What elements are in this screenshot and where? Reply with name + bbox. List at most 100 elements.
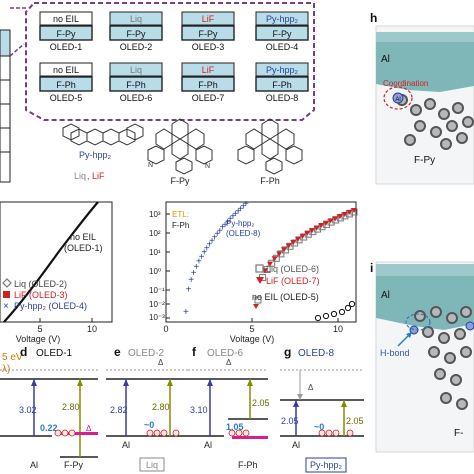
etl-label: F-Ph <box>126 80 146 90</box>
electrode-al-d: Al <box>30 460 38 470</box>
legend-lif-mid: LiF (OLED-7) <box>266 276 320 286</box>
series-liq-oled-6 <box>254 208 358 304</box>
eil-label: Liq <box>130 65 142 75</box>
legend-marker-pyhpp: × <box>3 301 9 312</box>
etl-box <box>39 25 93 41</box>
ytick-1e0: 10⁰ <box>149 267 161 276</box>
marker-pyhpp: + <box>222 220 228 231</box>
curve-oled-1 <box>3 201 99 323</box>
oled-name: OLED-4 <box>266 42 299 52</box>
delta-label-g: Δ <box>308 383 314 392</box>
eil-box <box>39 62 93 77</box>
marker-pyhpp: + <box>238 204 244 215</box>
etl-box <box>109 25 163 41</box>
pyhpp-annot-2: (OLED-8) <box>226 229 261 238</box>
label-comma: , <box>87 171 90 181</box>
marker-lif <box>351 208 357 213</box>
xlabel-left: Voltage (V) <box>16 334 61 344</box>
marker-pyhpp: + <box>214 229 220 240</box>
marker-pyhpp: + <box>212 232 218 243</box>
marker-lif <box>271 256 278 262</box>
al-label-h: Al <box>381 54 390 65</box>
mid-plot: 10³ 10² 10¹ 10⁰ 10⁻¹ 10⁻² 10⁻³ +++++++++… <box>149 199 358 344</box>
ytick-1e2: 10² <box>149 229 161 238</box>
eil-label: LiF <box>202 65 215 75</box>
label-py-hpp2: Py-hpp₂ <box>79 150 112 160</box>
marker-lif <box>262 268 269 274</box>
marker-pyhpp: + <box>233 209 239 220</box>
panel-label-h: h <box>370 11 377 25</box>
left-plot: no EIL (OLED-1) Liq (OLED-2) LiF (OLED-3… <box>0 201 113 344</box>
device-table <box>25 2 315 121</box>
marker-lif <box>309 228 315 234</box>
marker-liq <box>281 246 289 254</box>
etl-label: F-Py <box>127 29 146 39</box>
ytick-1e-2: 10⁻² <box>149 300 165 309</box>
marker-noeil <box>344 304 352 312</box>
ev-label: 5 eV <box>2 352 23 363</box>
panel-label-e: e <box>114 345 121 359</box>
value-2.80-e: 2.80 <box>152 402 170 412</box>
legend-liq: Liq (OLED-2) <box>14 279 67 289</box>
marker-lif <box>313 225 320 231</box>
delta-label-f: Δ <box>226 358 232 367</box>
n-atom: N <box>148 162 153 169</box>
legend-marker-lif-mid <box>256 277 264 284</box>
value-0-e: ~0 <box>144 420 154 430</box>
marker-lif <box>346 209 353 215</box>
oled-name: OLED-8 <box>266 93 299 103</box>
legend-liq-mid: Liq (OLED-6) <box>266 264 319 274</box>
electrode-al-g: Al <box>292 440 300 450</box>
eil-box <box>181 11 235 26</box>
left-table-edge <box>0 7 26 183</box>
legend-marker-liq <box>2 278 12 288</box>
marker-pyhpp: + <box>188 275 194 286</box>
marker-pyhpp: + <box>227 214 233 225</box>
etl-label: F-Ph <box>56 80 76 90</box>
pyhpp-annot-1: Py-hpp₂ <box>226 219 254 228</box>
value-2.05-f: 2.05 <box>252 398 270 408</box>
marker-lif <box>253 304 259 309</box>
etl-label: F-Ph <box>272 80 292 90</box>
fpy-label-h: F-Py <box>414 155 435 166</box>
delta-label-d: Δ <box>86 424 92 433</box>
eil-box <box>181 62 235 77</box>
marker-lif <box>304 230 311 236</box>
value-2.05-g2: 2.05 <box>346 416 364 426</box>
marker-lif <box>299 233 306 239</box>
etl-box <box>39 76 93 92</box>
series-lif-oled-7 <box>253 208 357 309</box>
etl-box <box>181 25 235 41</box>
marker-lif <box>281 247 287 253</box>
eil-box <box>109 62 163 77</box>
device-row-1: no EILF-PyOLED-1LiqF-PyOLED-2LiFF-PyOLED… <box>39 11 309 52</box>
legend-pyhpp: Py-hpp₂ (OLED-4) <box>14 301 87 311</box>
marker-lif <box>318 223 325 228</box>
value-3.10: 3.10 <box>190 405 208 415</box>
oled-name: OLED-7 <box>192 93 225 103</box>
electrode-al-f: Al <box>204 440 212 450</box>
value-1.05: 1.05 <box>226 422 244 432</box>
marker-pyhpp: + <box>207 239 213 250</box>
etl-label: ETL: <box>172 210 189 219</box>
title-oled-6: OLED-6 <box>207 348 244 359</box>
eil-box <box>109 11 163 26</box>
etl-box <box>255 25 309 41</box>
marker-lif <box>341 212 348 217</box>
value-2.82: 2.82 <box>110 405 128 415</box>
etl-fpy-d: F-Py <box>64 460 83 470</box>
hbond-label: H-bond <box>380 348 410 358</box>
marker-pyhpp: + <box>225 217 231 228</box>
noeil-label-line1: no EIL <box>70 232 96 242</box>
marker-noeil <box>330 310 338 318</box>
marker-pyhpp: + <box>183 307 189 318</box>
marker-pyhpp: + <box>220 223 226 234</box>
molecule-f-ph <box>237 118 303 175</box>
etl-label: F-Ph <box>198 80 218 90</box>
xtick-5: 5 <box>37 324 42 334</box>
legend-mid: Liq (OLED-6) LiF (OLED-7) <box>255 264 320 286</box>
marker-lif <box>295 236 301 242</box>
